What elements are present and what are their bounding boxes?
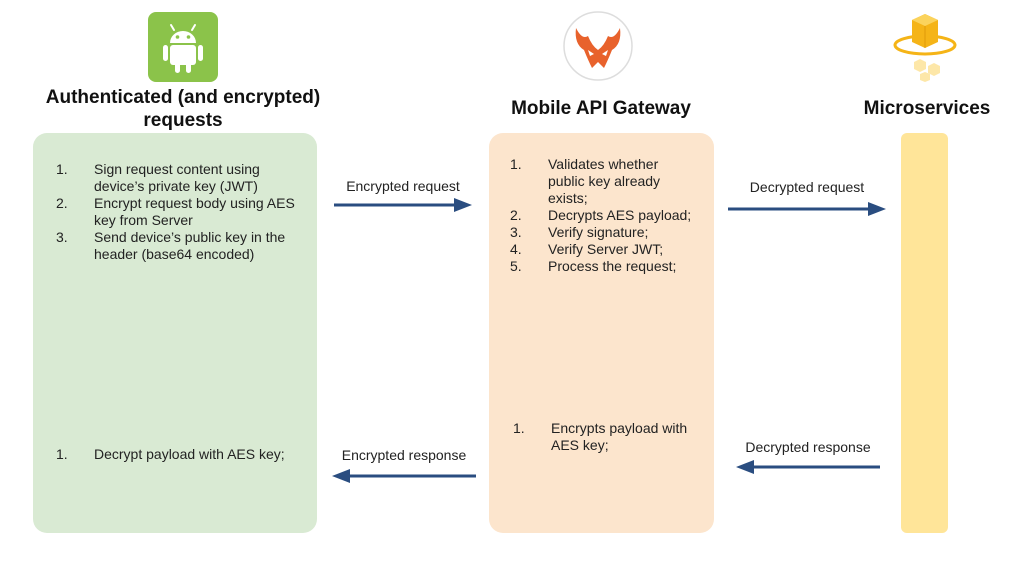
client-request-steps: 1.Sign request content using device’s pr…	[56, 161, 306, 263]
decrypted-request-arrow	[728, 202, 886, 216]
encrypted-request-arrow	[334, 198, 472, 212]
encrypted-response-label: Encrypted response	[341, 447, 467, 463]
gateway-title: Mobile API Gateway	[511, 98, 691, 119]
list-item: 2.Encrypt request body using AES key fro…	[56, 195, 295, 228]
gateway-request-steps: 1.Validates whether public key already e…	[510, 156, 706, 275]
client-response-steps: 1.Decrypt payload with AES key;	[56, 446, 306, 463]
list-item: 4.Verify Server JWT;	[510, 241, 664, 257]
list-item: 5.Process the request;	[510, 258, 677, 274]
list-item: 3.Verify signature;	[510, 224, 649, 240]
services-panel	[901, 133, 948, 533]
list-item: 1.Validates whether public key already e…	[510, 156, 661, 206]
list-item: 2.Decrypts AES payload;	[510, 207, 692, 223]
encrypted-request-label: Encrypted request	[346, 178, 460, 194]
gateway-response-steps: 1.Encrypts payload with AES key;	[513, 420, 703, 454]
client-title: Authenticated (and encrypted) requests	[45, 87, 321, 131]
services-title: Microservices	[863, 98, 991, 119]
client-panel	[33, 133, 317, 533]
list-item: 3.Send device’s public key in the header…	[56, 229, 286, 262]
android-icon	[148, 12, 218, 82]
list-item: 1.Sign request content using device’s pr…	[56, 161, 260, 194]
decrypted-request-label: Decrypted request	[749, 179, 865, 195]
decrypted-response-arrow	[736, 460, 880, 474]
list-item: 1.Decrypt payload with AES key;	[56, 446, 285, 462]
encrypted-response-arrow	[332, 469, 476, 483]
decrypted-response-label: Decrypted response	[745, 439, 871, 455]
gateway-panel	[489, 133, 714, 533]
gateway-logo-icon	[562, 10, 634, 82]
cube-icon	[892, 12, 958, 82]
list-item: 1.Encrypts payload with AES key;	[513, 420, 688, 453]
